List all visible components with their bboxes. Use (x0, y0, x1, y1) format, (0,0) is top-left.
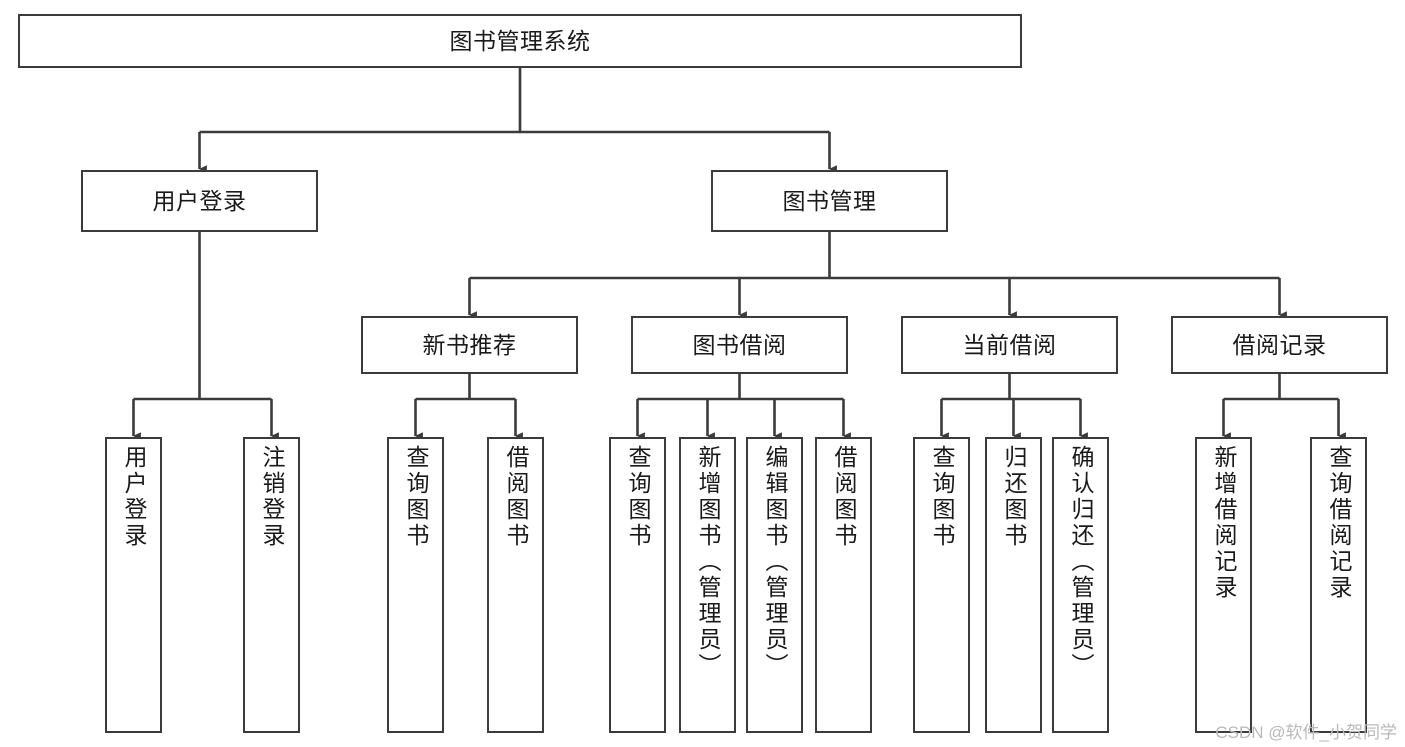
leaf-edit-book-admin-label: 编辑图书（管理员） (762, 445, 788, 679)
watermark-text: CSDN @软件_小贺同学 (1215, 723, 1397, 742)
leaf-query-book-current[interactable]: 查询图书 (913, 437, 970, 733)
leaf-logout-label: 注销登录 (259, 445, 285, 549)
node-book-borrow-label: 图书借阅 (692, 331, 787, 358)
leaf-user-login[interactable]: 用户登录 (105, 437, 162, 733)
leaf-confirm-return-admin[interactable]: 确认归还（管理员） (1052, 437, 1109, 733)
leaf-query-borrow-record-label: 查询借阅记录 (1326, 445, 1352, 601)
node-borrow-record[interactable]: 借阅记录 (1171, 316, 1388, 374)
node-current-borrow-label: 当前借阅 (962, 331, 1057, 358)
leaf-add-borrow-record-label: 新增借阅记录 (1211, 445, 1237, 601)
node-book-management[interactable]: 图书管理 (711, 170, 948, 232)
node-new-book-recommend-label: 新书推荐 (422, 331, 517, 358)
leaf-query-book-current-label: 查询图书 (929, 445, 955, 549)
node-root-label: 图书管理系统 (449, 27, 591, 54)
leaf-query-book-borrow-label: 查询图书 (625, 445, 651, 549)
leaf-borrow-book-recommend-label: 借阅图书 (503, 445, 529, 549)
leaf-add-borrow-record[interactable]: 新增借阅记录 (1195, 437, 1252, 733)
leaf-user-login-label: 用户登录 (121, 445, 147, 549)
node-root[interactable]: 图书管理系统 (18, 14, 1022, 68)
leaf-logout[interactable]: 注销登录 (243, 437, 300, 733)
leaf-add-book-admin-label: 新增图书（管理员） (695, 445, 721, 679)
leaf-query-borrow-record[interactable]: 查询借阅记录 (1310, 437, 1367, 733)
node-book-management-label: 图书管理 (782, 187, 877, 214)
leaf-add-book-admin[interactable]: 新增图书（管理员） (679, 437, 736, 733)
node-user-login-label: 用户登录 (152, 187, 247, 214)
leaf-query-book-recommend[interactable]: 查询图书 (387, 437, 444, 733)
leaf-return-book-label: 归还图书 (1001, 445, 1027, 549)
leaf-edit-book-admin[interactable]: 编辑图书（管理员） (746, 437, 803, 733)
node-borrow-record-label: 借阅记录 (1232, 331, 1327, 358)
leaf-borrow-book-recommend[interactable]: 借阅图书 (487, 437, 544, 733)
node-user-login[interactable]: 用户登录 (81, 170, 318, 232)
leaf-borrow-book[interactable]: 借阅图书 (815, 437, 872, 733)
leaf-query-book-borrow[interactable]: 查询图书 (609, 437, 666, 733)
node-new-book-recommend[interactable]: 新书推荐 (361, 316, 578, 374)
node-current-borrow[interactable]: 当前借阅 (901, 316, 1118, 374)
leaf-confirm-return-admin-label: 确认归还（管理员） (1068, 445, 1094, 679)
leaf-query-book-recommend-label: 查询图书 (403, 445, 429, 549)
leaf-borrow-book-label: 借阅图书 (831, 445, 857, 549)
node-book-borrow[interactable]: 图书借阅 (631, 316, 848, 374)
leaf-return-book[interactable]: 归还图书 (985, 437, 1042, 733)
